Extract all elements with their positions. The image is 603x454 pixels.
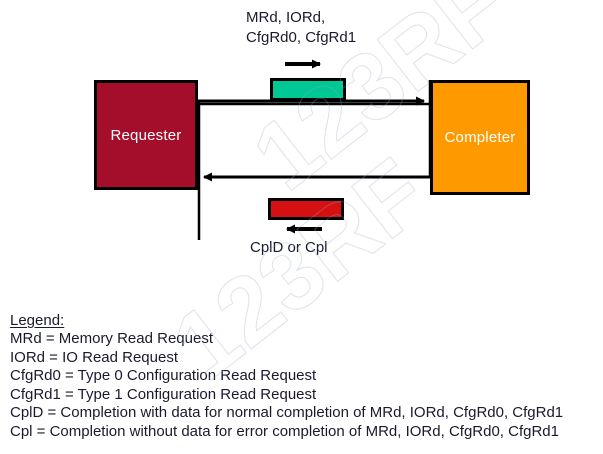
completer-node-label: Completer xyxy=(444,129,516,146)
requester-node: Requester xyxy=(94,80,198,190)
response-caption: CplD or Cpl xyxy=(250,239,328,256)
legend-entry-iord: IORd = IO Read Request xyxy=(10,348,179,366)
legend-entry-cpl: Cpl = Completion without data for error … xyxy=(10,422,559,440)
response-packet xyxy=(268,198,344,220)
legend-entry-cfgrd0: CfgRd0 = Type 0 Configuration Read Reque… xyxy=(10,367,317,385)
request-packet xyxy=(270,78,346,101)
completer-node: Completer xyxy=(430,80,530,195)
legend-entry-mrd: MRd = Memory Read Request xyxy=(10,330,213,347)
request-caption-line2: CfgRd0, CfgRd1 xyxy=(246,29,357,46)
requester-node-label: Requester xyxy=(110,126,182,144)
legend: Legend: MRd = Memory Read Request IORd =… xyxy=(10,311,563,442)
legend-entry-cpld: CplD = Completion with data for normal c… xyxy=(10,404,564,422)
request-caption-line1: MRd, IORd, xyxy=(246,9,326,26)
legend-entry-cfgrd1: CfgRd1 = Type 1 Configuration Read Reque… xyxy=(10,385,317,403)
legend-title: Legend: xyxy=(10,312,65,329)
request-caption: MRd, IORd, CfgRd0, CfgRd1 xyxy=(246,8,356,48)
